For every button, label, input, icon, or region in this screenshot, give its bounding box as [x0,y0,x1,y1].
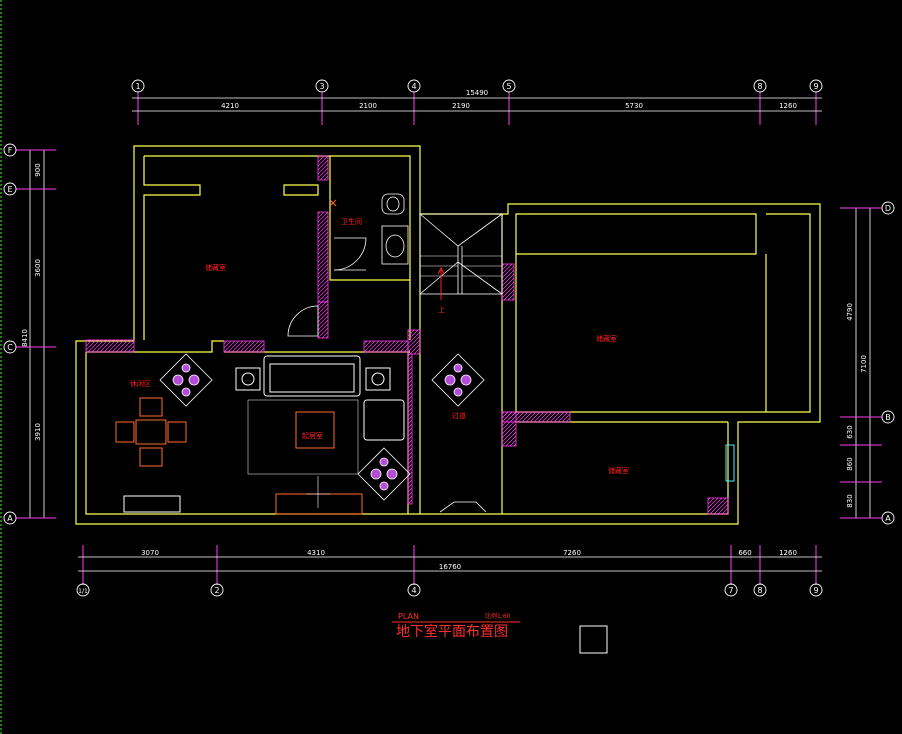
lamp-markers [159,353,487,513]
dim-bottom-seg-5: 1260 [779,549,797,557]
dim-bottom-total: 16760 [439,563,461,571]
inner-wall-nw [144,155,411,340]
door-storage-nw [287,305,319,337]
right-dimension-group: 4790 630 860 830 7100 D B A [840,201,895,525]
room-storage-ne: 储藏室 [596,334,617,343]
bottom-dimension-group: 3070 4310 7260 660 1260 16760 1/1 2 4 7 … [76,545,823,597]
dim-left-seg-2: 3600 [34,259,42,277]
room-storage-nw: 储藏室 [205,263,226,272]
door-bathroom [333,237,367,271]
dim-top-seg-3: 2190 [452,102,470,110]
axis-bottom-4: 4 [411,586,416,595]
dim-bottom-seg-1: 3070 [141,549,159,557]
armchair-icon [363,399,405,441]
room-leisure: 休闲区 [130,379,151,388]
axis-bottom-9: 9 [813,586,818,595]
outer-wall [75,145,821,525]
axis-top-3: 3 [319,82,324,91]
toilet-icon [381,193,405,215]
dining-furniture [115,397,187,513]
axis-left-C: C [7,343,13,352]
axis-top-5: 5 [506,82,511,91]
dim-right-seg-4: 830 [846,494,854,507]
axis-left-E: E [7,185,12,194]
sofa-icon [263,355,361,397]
dim-bottom-seg-2: 4310 [307,549,325,557]
lamp-leisure [159,353,213,407]
axis-bottom-2: 2 [214,586,219,595]
title-block: PLAN 比例1:60 地下室平面布置图 [392,612,608,654]
axis-bottom-7: 7 [728,586,733,595]
ne-storage-right [765,213,811,413]
dim-right-seg-2: 630 [846,425,854,438]
axis-right-D: D [885,204,891,213]
room-bathroom: 卫生间 [341,217,362,226]
dining-table-icon [135,419,167,445]
axis-top-9: 9 [813,82,818,91]
ne-storage-bottom [515,254,766,413]
axis-left-A: A [7,514,13,523]
cabinet-icon [123,495,181,513]
floor-drain-icon [329,199,337,207]
hatch-group [85,155,729,515]
storage-nw-wall [143,156,201,340]
lamp-corridor [431,353,485,407]
coffee-table-icon [295,411,335,449]
axis-top-1: 1 [135,82,140,91]
dim-left-seg-1: 900 [34,163,42,176]
inner-wall-south [85,352,729,515]
axis-bottom-1-1: 1/1 [78,588,88,595]
room-labels: 储藏室 卫生间 休闲区 起居室 过道 储藏室 储藏室 [130,217,629,475]
axis-bottom-8: 8 [757,586,762,595]
dim-top-total: 15490 [466,89,488,97]
dim-right-seg-3: 860 [846,457,854,470]
tv-cabinet-icon [275,493,363,515]
title-scale: 比例1:60 [485,612,511,620]
dim-bottom-seg-3: 7260 [563,549,581,557]
dim-top-seg-2: 2100 [359,102,377,110]
stairs-group: 上 [419,213,503,314]
rug-outline [247,399,359,475]
dim-left-total: 8410 [21,329,29,347]
basin-icon [381,225,409,265]
walls-group [75,145,821,525]
room-corridor: 过道 [452,411,466,420]
room-living: 起居室 [302,431,323,440]
dim-left-seg-3: 3910 [34,423,42,441]
side-table-left-icon [235,367,261,391]
living-furniture [235,355,405,515]
bathroom-fixtures [329,193,409,265]
axis-top-8: 8 [757,82,762,91]
storage-nw-wall-2 [283,184,319,196]
top-dimension-group: 15490 4210 2100 2190 5730 1260 1 3 4 5 8… [131,79,823,125]
dim-top-seg-1: 4210 [221,102,239,110]
axis-right-B: B [885,413,891,422]
left-dimension-group: 900 3600 3910 8410 F E C A [3,143,56,525]
dim-right-total: 7100 [860,355,868,373]
dim-right-seg-1: 4790 [846,303,854,321]
bathroom-wall [329,156,410,281]
north-box [579,625,608,654]
window-east [725,444,735,482]
corridor-planter-icon [439,501,487,513]
title-en: PLAN [398,612,419,621]
lamp-living [357,447,411,501]
stair-up-label: 上 [438,305,445,314]
dim-top-seg-5: 1260 [779,102,797,110]
doors-group [287,237,367,337]
side-table-right-icon [365,367,391,391]
living-top-wall [86,340,224,353]
axis-top-4: 4 [411,82,416,91]
room-storage-se: 储藏室 [608,466,629,475]
axis-right-A: A [885,514,891,523]
dim-top-seg-4: 5730 [625,102,643,110]
title-cn: 地下室平面布置图 [396,623,508,640]
ne-storage-inner [515,213,757,255]
dim-bottom-seg-4: 660 [738,549,751,557]
axis-left-F: F [8,146,13,155]
